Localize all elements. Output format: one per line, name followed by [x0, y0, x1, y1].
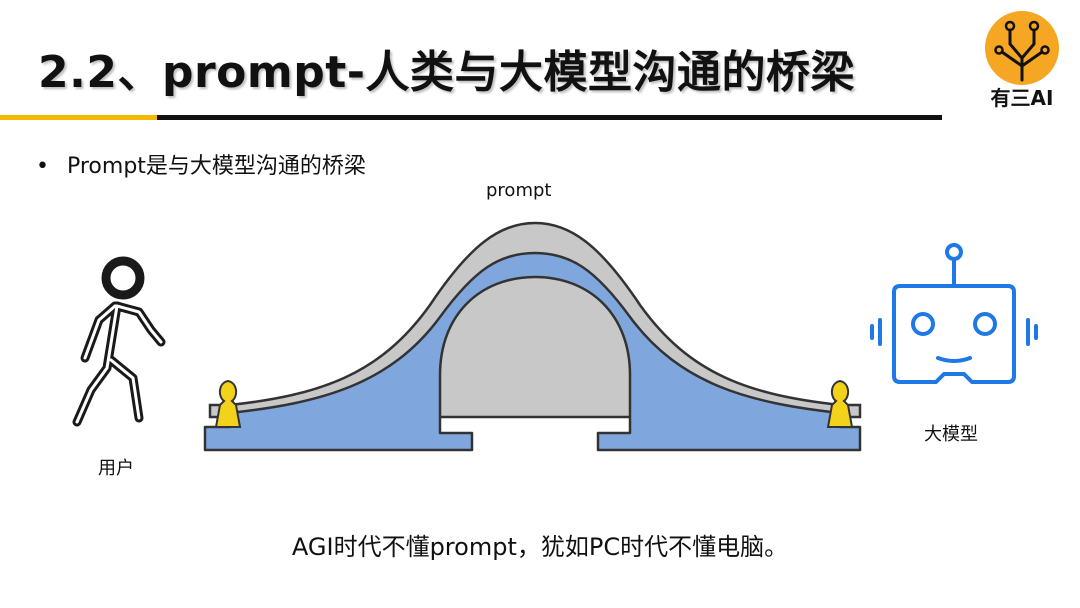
bridge-label: prompt: [486, 180, 551, 201]
bridge-illustration: [200, 205, 870, 470]
user-label: 用户: [98, 454, 134, 480]
bullet-item: • Prompt是与大模型沟通的桥梁: [36, 148, 366, 180]
walking-person-icon: [55, 250, 185, 440]
title-rule-accent: [0, 115, 157, 120]
bullet-dot: •: [36, 154, 49, 179]
bullet-text: Prompt是与大模型沟通的桥梁: [67, 154, 366, 179]
slide-title: 2.2、prompt-人类与大模型沟通的桥梁: [38, 36, 855, 100]
logo-text: 有三AI: [980, 82, 1064, 111]
slide-caption: AGI时代不懂prompt，犹如PC时代不懂电脑。: [0, 527, 1080, 562]
model-label: 大模型: [924, 420, 978, 446]
robot-icon: [868, 240, 1040, 390]
